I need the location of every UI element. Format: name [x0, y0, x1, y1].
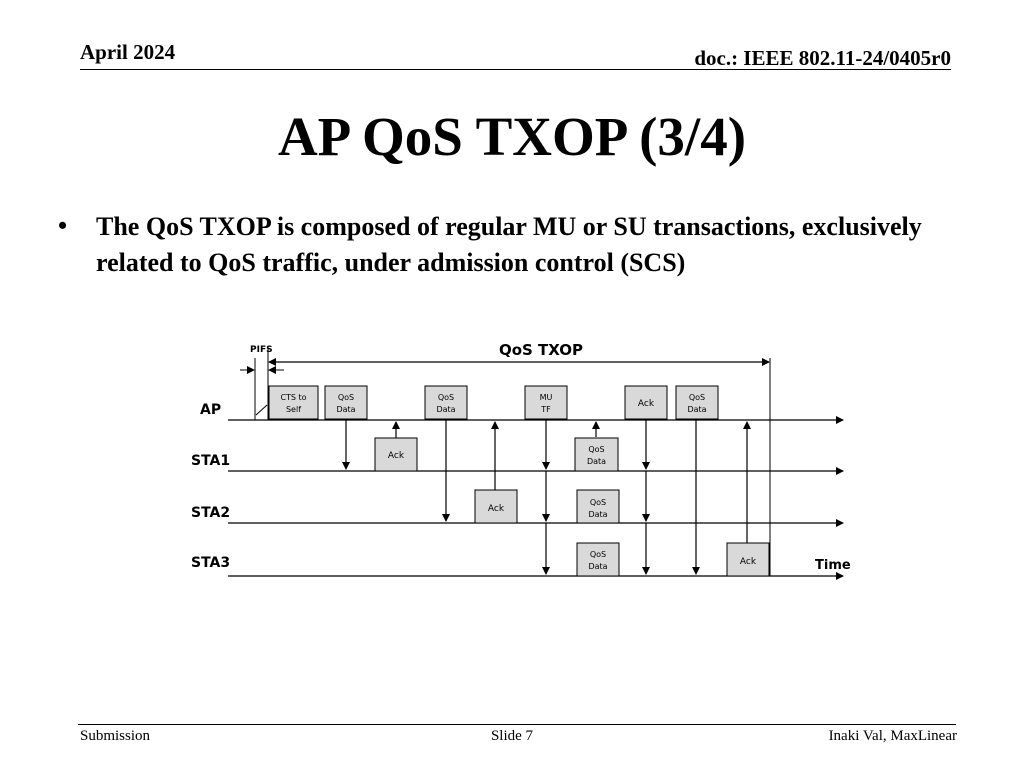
frame-sta1-qos-data-line2: Data: [587, 457, 606, 466]
frame-sta1-ack-label: Ack: [388, 451, 405, 461]
frame-sta2-ack-label: Ack: [488, 504, 505, 514]
frame-ap-qos-data-3-line1: QoS: [689, 393, 705, 402]
frame-mu-tf-line1: MU: [540, 393, 553, 402]
frame-sta1-ack: Ack: [374, 437, 418, 472]
frame-ap-qos-data-3: QoS Data: [675, 385, 719, 420]
footer-slide-number: Slide 7: [490, 728, 534, 744]
qos-txop-label: QoS TXOP: [499, 341, 583, 359]
footer-author: Inaki Val, MaxLinear: [828, 728, 957, 744]
frame-cts-to-self-line2: Self: [286, 405, 301, 414]
frame-sta1-qos-data: QoS Data: [574, 437, 619, 472]
pifs-label: PIFS: [250, 345, 273, 355]
frame-sta2-qos-data: QoS Data: [576, 489, 620, 524]
frame-sta2-qos-data-line1: QoS: [590, 498, 606, 507]
frame-sta3-qos-data-line2: Data: [588, 562, 607, 571]
frame-ap-ack: Ack: [624, 385, 668, 420]
frame-sta1-qos-data-line1: QoS: [588, 445, 604, 454]
frame-ap-qos-data-1-line2: Data: [336, 405, 355, 414]
lane-label-sta1: STA1: [191, 453, 230, 469]
frame-sta3-ack: Ack: [726, 542, 770, 577]
footer-submission: Submission: [80, 728, 151, 744]
pifs-slash: [255, 404, 268, 416]
frame-ap-qos-data-1: QoS Data: [324, 385, 368, 420]
frame-sta3-qos-data-line1: QoS: [590, 550, 606, 559]
bullet-text: The QoS TXOP is composed of regular MU o…: [96, 212, 922, 277]
lane-label-sta3: STA3: [191, 555, 230, 571]
frame-sta2-ack: Ack: [474, 489, 518, 524]
frame-cts-to-self: CTS to Self: [268, 385, 319, 420]
header-doc-id: doc.: IEEE 802.11-24/0405r0: [694, 46, 951, 70]
frame-ap-qos-data-2-line1: QoS: [438, 393, 454, 402]
slide-title: AP QoS TXOP (3/4): [277, 106, 747, 167]
frame-ap-qos-data-1-line1: QoS: [338, 393, 354, 402]
frame-ap-qos-data-2: QoS Data: [424, 385, 468, 420]
frame-sta2-qos-data-line2: Data: [588, 510, 607, 519]
footer-rule: [78, 724, 956, 725]
frame-cts-to-self-line1: CTS to: [280, 393, 306, 402]
frame-ap-qos-data-2-line2: Data: [436, 405, 455, 414]
bullet-marker: •: [58, 211, 68, 240]
frame-sta3-ack-label: Ack: [740, 557, 757, 567]
time-label: Time: [815, 558, 851, 573]
frame-mu-tf-line2: TF: [540, 405, 551, 414]
frame-ap-qos-data-3-line2: Data: [687, 405, 706, 414]
lane-label-sta2: STA2: [191, 505, 230, 521]
header-date: April 2024: [80, 40, 176, 64]
lane-label-ap: AP: [200, 402, 221, 418]
frame-sta3-qos-data: QoS Data: [576, 542, 620, 577]
frame-mu-tf: MU TF: [524, 385, 568, 420]
header-rule: [80, 69, 951, 70]
frame-ap-ack-label: Ack: [638, 399, 655, 409]
